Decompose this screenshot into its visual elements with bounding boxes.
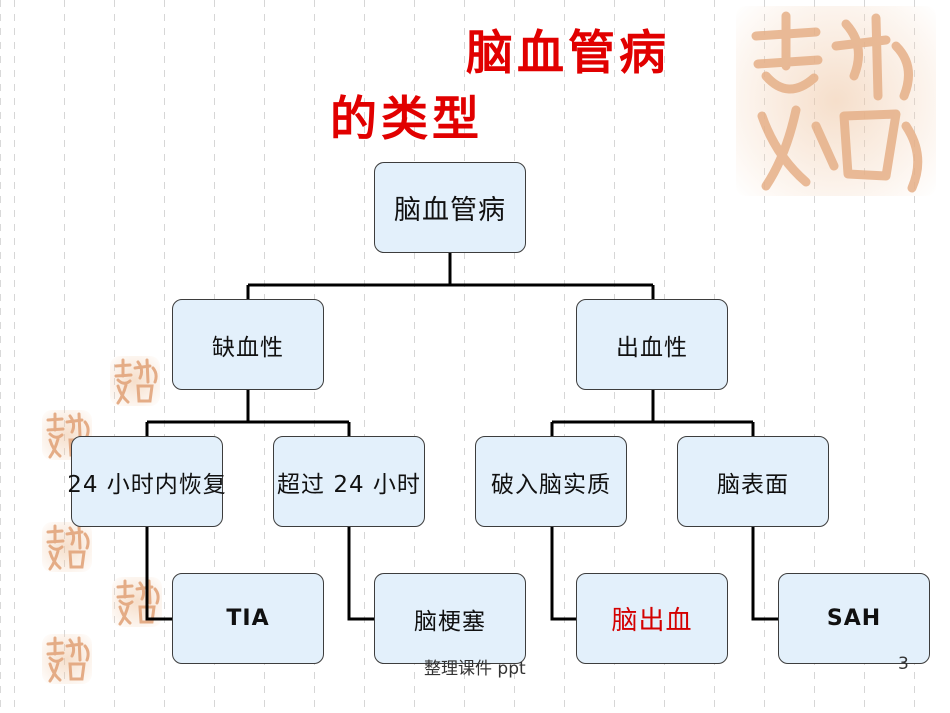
auspicious-calligraphy-seal-icon <box>42 522 92 572</box>
connector-to-sah <box>751 527 779 621</box>
auspicious-calligraphy-seal-icon <box>42 634 92 684</box>
node-hemorrhagic: 出血性 <box>576 299 728 390</box>
node-brain-surface: 脑表面 <box>677 436 829 527</box>
node-ischemic: 缺血性 <box>172 299 324 390</box>
connector-to-tia <box>145 527 172 621</box>
node-cerebral-infarction: 脑梗塞 <box>374 573 526 664</box>
page-number: 3 <box>898 654 909 674</box>
node-cerebrovascular-disease: 脑血管病 <box>374 162 526 253</box>
auspicious-calligraphy-seal-icon <box>736 6 936 196</box>
node-over-24h: 超过 24 小时 <box>273 436 425 527</box>
node-into-brain-parenchyma: 破入脑实质 <box>475 436 627 527</box>
connector-to-infarction <box>347 527 375 621</box>
node-cerebral-hemorrhage: 脑出血 <box>576 573 728 664</box>
slide-title-line-1: 脑血管病 <box>466 26 670 81</box>
node-sah: SAH <box>778 573 930 664</box>
auspicious-calligraphy-seal-icon <box>110 356 160 406</box>
node-recover-within-24h: 24 小时内恢复 <box>67 436 226 527</box>
slide-title-line-2: 的类型 <box>330 92 483 147</box>
node-tia: TIA <box>172 573 324 664</box>
connector-to-hemorrhage <box>550 527 577 621</box>
footer-caption: 整理课件 ppt <box>424 659 526 679</box>
